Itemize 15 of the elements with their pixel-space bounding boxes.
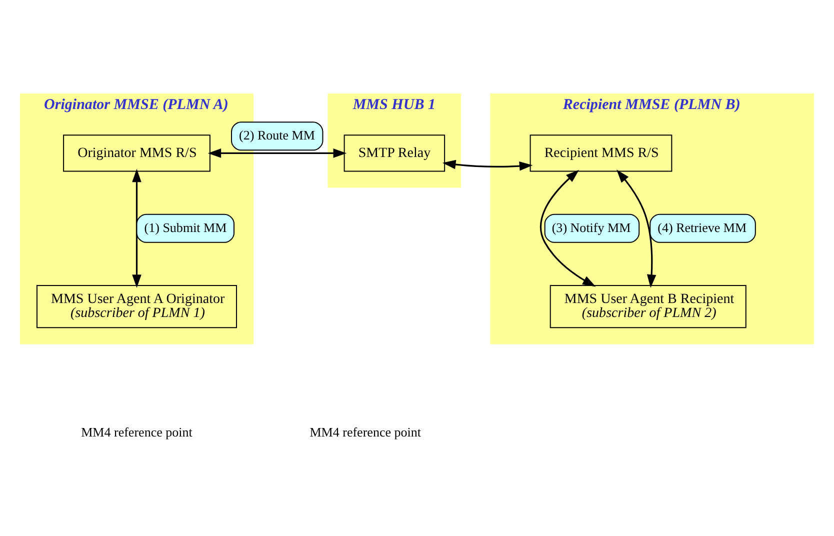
edge-label: (1) Submit MM (144, 219, 227, 234)
arrow (442, 159, 533, 170)
edge-label: (3) Notify MM (552, 219, 631, 234)
node-box: Recipient MMS R/S (530, 134, 672, 172)
node-box: Originator MMS R/S (63, 134, 210, 172)
arrow (208, 148, 347, 158)
arrow (540, 169, 596, 286)
arrow (616, 169, 656, 288)
arrow (132, 168, 142, 288)
label: MM4 reference point (81, 424, 192, 439)
edge-label: (4) Retrieve MM (658, 219, 747, 234)
label: MM4 reference point (310, 424, 422, 439)
node-box: MMS User Agent B Recipient (subscriber of PLMN 2) (550, 284, 746, 328)
node-box: SMTP Relay (344, 134, 446, 172)
node-box: MMS User Agent A Originator (subscriber of PLMN 1) (36, 284, 238, 328)
